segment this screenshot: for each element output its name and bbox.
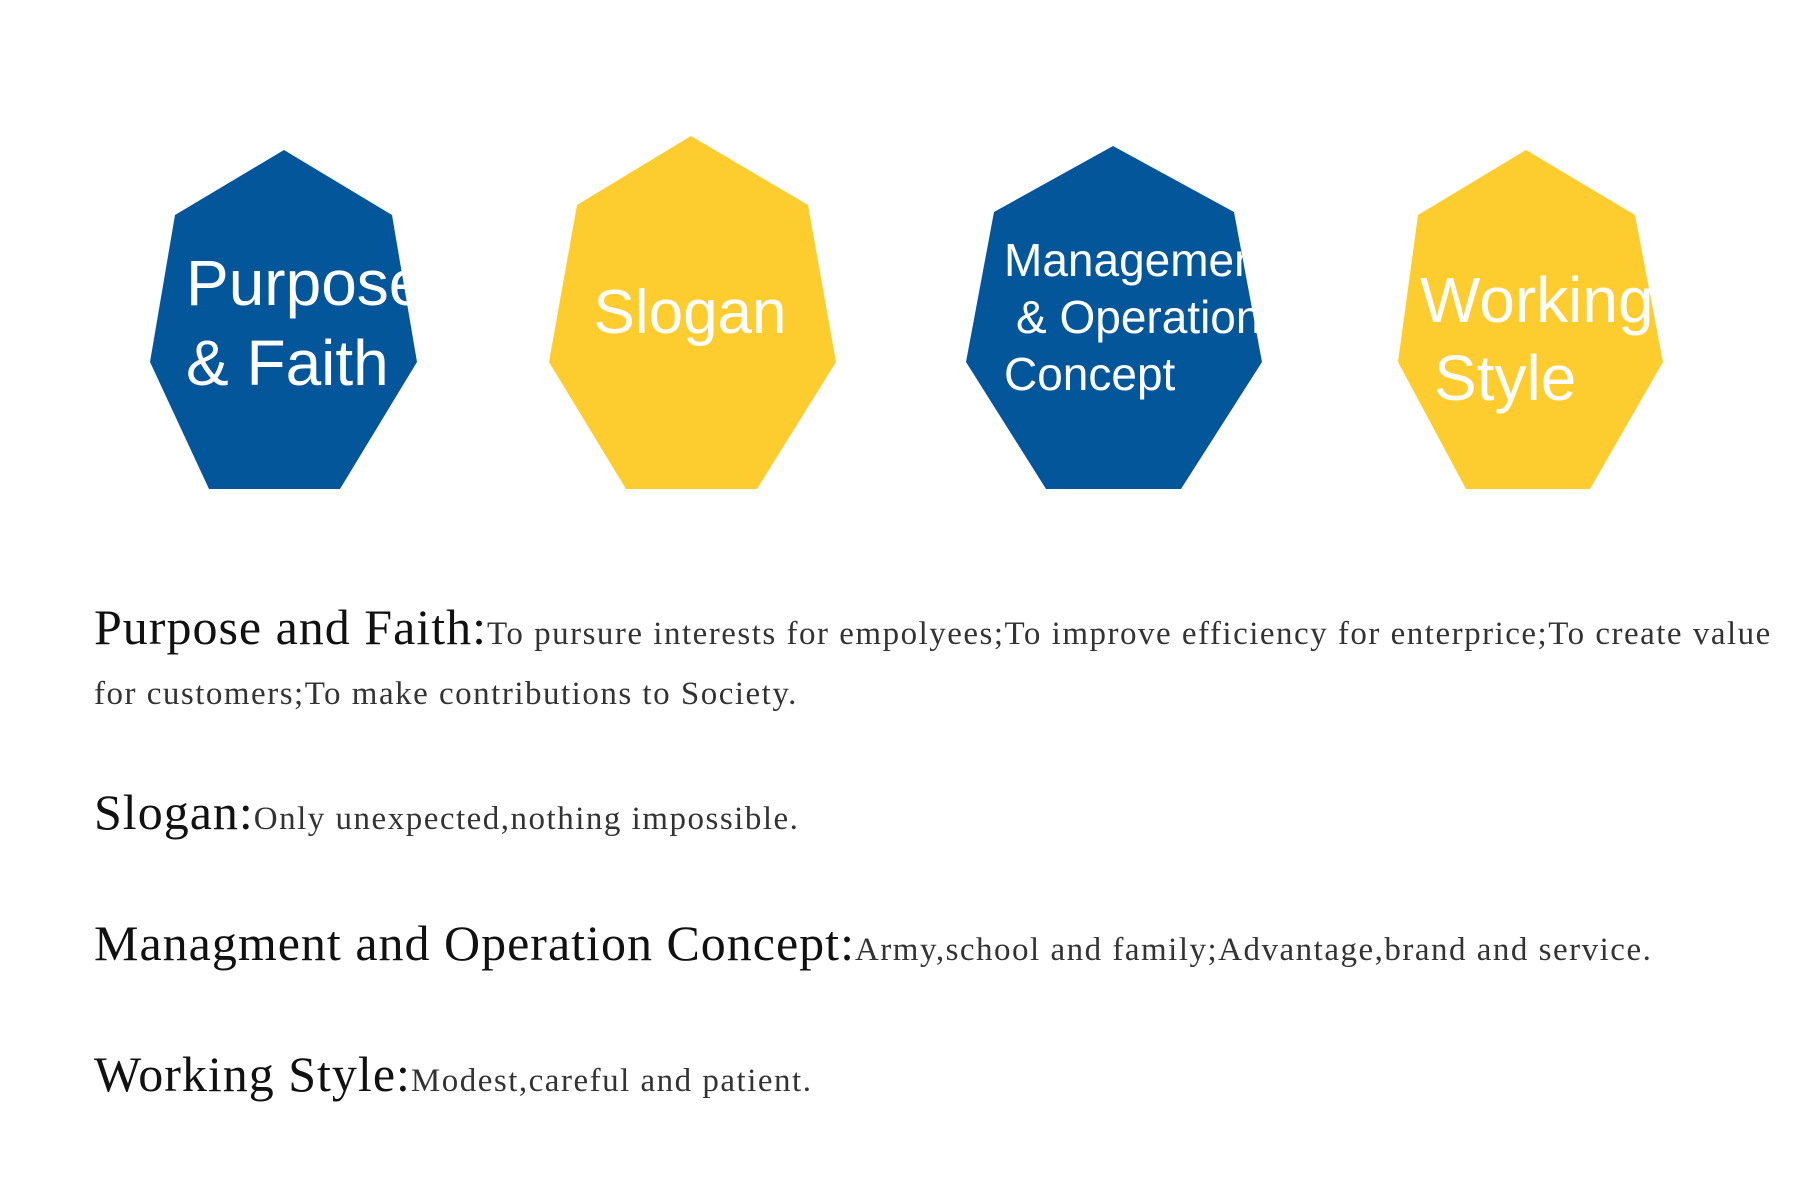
badge-working-style: Working Style	[1398, 150, 1663, 489]
description-slogan: Slogan:Only unexpected,nothing impossibl…	[94, 785, 1774, 852]
badge-purpose-faith-line-1: Purpose	[186, 247, 424, 319]
description-text: Modest,careful and patient.	[410, 1063, 813, 1099]
badge-working-style-line-1: Working	[1420, 264, 1654, 336]
description-purpose-faith: Purpose and Faith:To pursure interests f…	[94, 600, 1774, 727]
description-text: Army,school and family;Advantage,brand a…	[854, 932, 1653, 968]
badge-management-line-1: Management	[1004, 234, 1273, 286]
description-text: Only unexpected,nothing impossible.	[253, 801, 800, 837]
description-term: Working Style:	[94, 1046, 411, 1102]
description-term: Slogan:	[94, 784, 254, 840]
badge-purpose-faith: Purpose & Faith	[150, 150, 424, 489]
badge-slogan: Slogan	[549, 136, 836, 489]
values-badges: Purpose & Faith Slogan Management & Oper…	[150, 136, 1663, 489]
description-management-operation: Managment and Operation Concept:Army,sch…	[94, 916, 1774, 983]
badge-management-operation: Management & Operation Concept	[966, 146, 1273, 489]
badge-management-line-2: & Operation	[1016, 291, 1261, 343]
heptagon-blue-shape	[966, 146, 1262, 489]
values-descriptions: Purpose and Faith:To pursure interests f…	[94, 600, 1774, 1114]
badge-management-line-3: Concept	[1004, 348, 1176, 400]
badge-purpose-faith-line-2: & Faith	[186, 327, 389, 399]
heptagon-yellow-shape	[549, 136, 836, 489]
heptagon-yellow-shape	[1398, 150, 1663, 489]
description-working-style: Working Style:Modest,careful and patient…	[94, 1047, 1774, 1114]
description-term: Purpose and Faith:	[94, 599, 487, 655]
heptagon-blue-shape	[150, 150, 417, 489]
description-term: Managment and Operation Concept:	[94, 915, 855, 971]
description-text: To pursure interests for empolyees;To im…	[94, 616, 1772, 712]
badge-slogan-line-1: Slogan	[593, 278, 786, 347]
badge-working-style-line-2: Style	[1434, 342, 1576, 414]
